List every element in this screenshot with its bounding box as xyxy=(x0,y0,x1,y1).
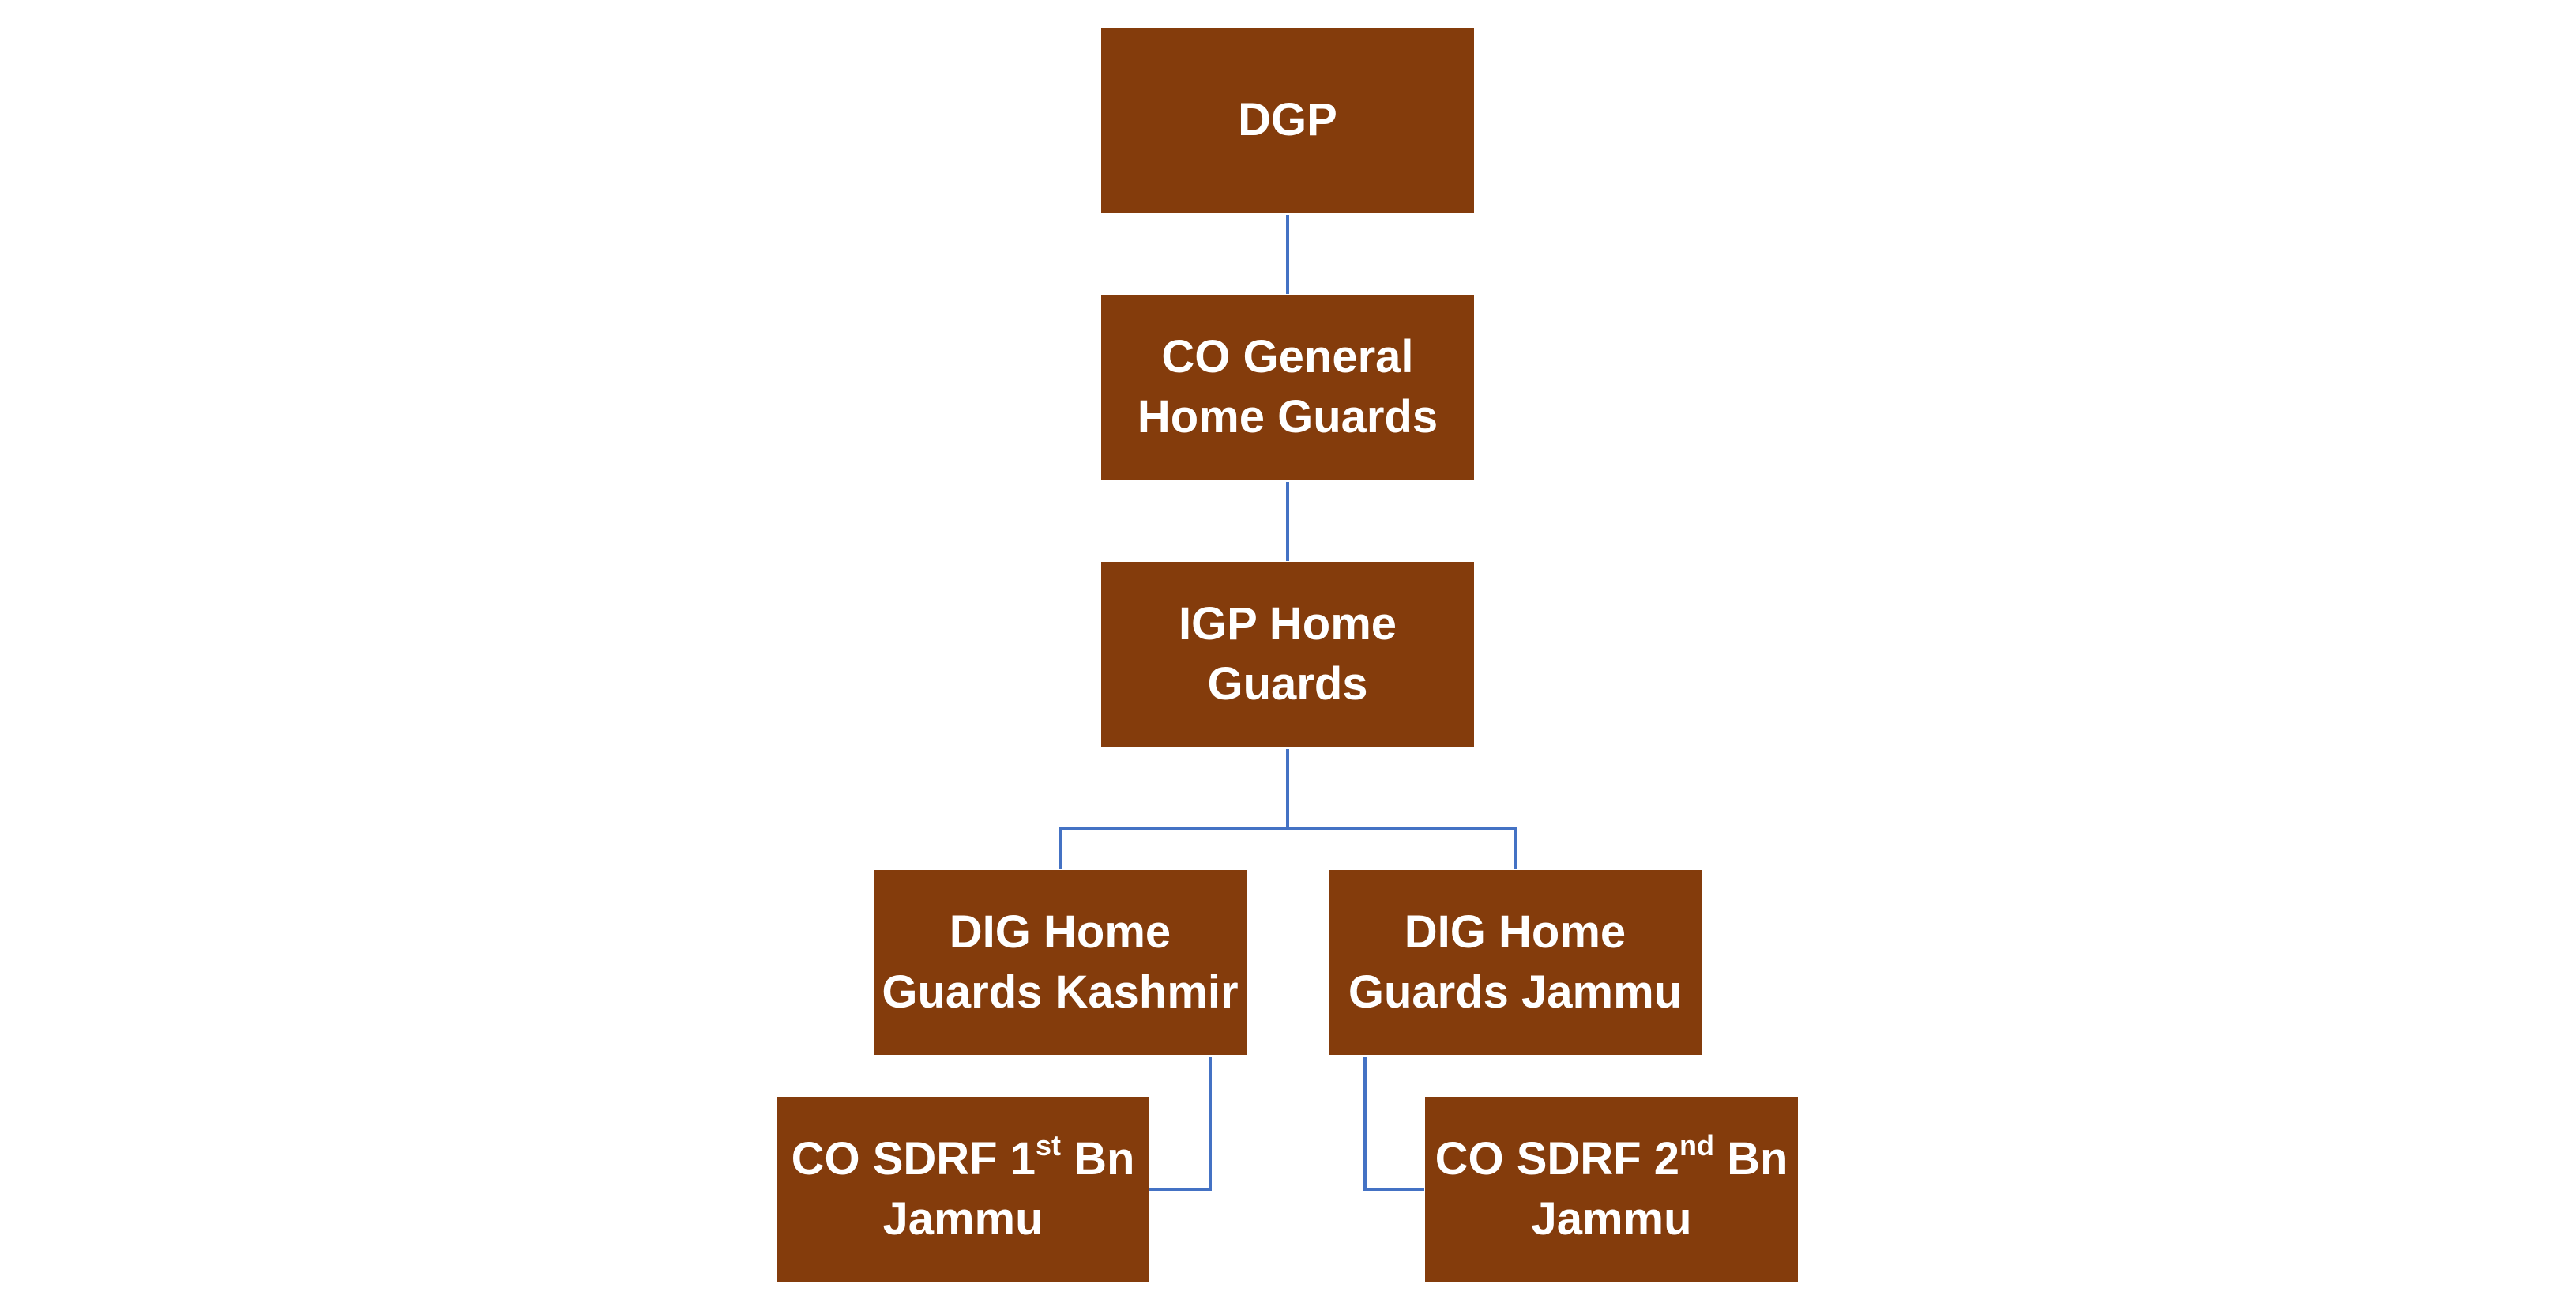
node-co-sdrf-1st-bn-jammu: CO SDRF 1st Bn Jammu xyxy=(777,1097,1149,1282)
node-igp-home-guards: IGP Home Guards xyxy=(1101,562,1474,747)
ordinal-suffix: nd xyxy=(1679,1128,1714,1162)
connector-dig-kashmir-sdrf-1 xyxy=(1149,1057,1212,1191)
connector-igp-dig-kashmir xyxy=(1059,749,1289,869)
node-dig-jammu-line1: DIG Home xyxy=(1404,906,1626,958)
node-co-general-line1: CO General xyxy=(1161,331,1414,382)
connector-igp-dig-jammu xyxy=(1288,827,1517,869)
node-co-general-home-guards: CO General Home Guards xyxy=(1101,295,1474,480)
node-dig-kashmir-line1: DIG Home xyxy=(949,906,1171,958)
node-sdrf-1-line1: CO SDRF 1st Bn xyxy=(791,1128,1135,1185)
ordinal-suffix: st xyxy=(1035,1128,1061,1162)
node-igp-line2: Guards xyxy=(1207,658,1368,710)
node-dig-home-guards-kashmir: DIG Home Guards Kashmir xyxy=(874,870,1247,1055)
connector-dig-jammu-sdrf-2 xyxy=(1363,1057,1424,1191)
node-dig-home-guards-jammu: DIG Home Guards Jammu xyxy=(1329,870,1702,1055)
node-dig-kashmir-line2: Guards Kashmir xyxy=(882,966,1239,1018)
node-co-general-line2: Home Guards xyxy=(1137,391,1438,443)
node-sdrf-1-line2: Jammu xyxy=(882,1193,1044,1245)
node-igp-line1: IGP Home xyxy=(1178,598,1397,650)
node-sdrf-2-line1: CO SDRF 2nd Bn xyxy=(1435,1128,1788,1185)
node-co-sdrf-2nd-bn-jammu: CO SDRF 2nd Bn Jammu xyxy=(1425,1097,1798,1282)
node-dig-jammu-line2: Guards Jammu xyxy=(1348,966,1683,1018)
node-dgp: DGP xyxy=(1101,28,1474,213)
node-sdrf-2-line2: Jammu xyxy=(1531,1193,1692,1245)
node-dgp-label: DGP xyxy=(1238,94,1337,145)
